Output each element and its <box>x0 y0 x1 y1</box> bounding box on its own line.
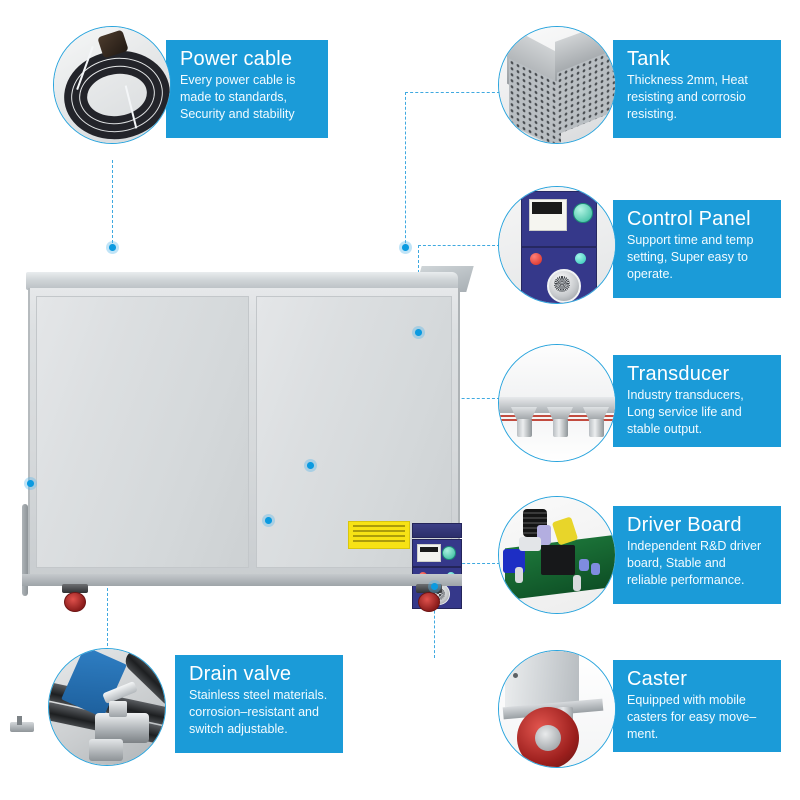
photo-tank[interactable] <box>498 26 616 144</box>
panel-brand-plate <box>412 523 462 538</box>
hotspot-drain-valve[interactable] <box>24 477 37 490</box>
callout-power-cable[interactable]: Power cable Every power cable is made to… <box>166 40 328 138</box>
hotspot-control-panel[interactable] <box>412 326 425 339</box>
cabinet-door-left <box>36 296 249 568</box>
callout-control-panel-title: Control Panel <box>627 208 751 230</box>
machine-drain-valve <box>10 716 36 740</box>
panel-display-section <box>412 539 462 567</box>
photo-driver-board[interactable] <box>498 496 616 614</box>
hotspot-caster[interactable] <box>428 580 441 593</box>
panel-power-button[interactable] <box>442 546 456 560</box>
callout-drain-valve-description: Stainless steel materials. corrosion–res… <box>189 688 328 736</box>
connector-caster <box>434 586 435 658</box>
callout-power-cable-description: Every power cable is made to standards, … <box>180 73 296 121</box>
callout-transducer-description: Industry transducers, Long service life … <box>627 388 744 436</box>
callout-transducer-title: Transducer <box>627 363 730 385</box>
callout-tank-description: Thickness 2mm, Heat resisting and corros… <box>627 73 748 121</box>
callout-tank[interactable]: Tank Thickness 2mm, Heat resisting and c… <box>613 40 781 138</box>
connector-tank-vertical <box>405 92 406 248</box>
callout-control-panel[interactable]: Control Panel Support time and temp sett… <box>613 200 781 298</box>
warning-label <box>348 521 410 549</box>
callout-transducer[interactable]: Transducer Industry transducers, Long se… <box>613 355 781 447</box>
photo-transducer[interactable] <box>498 344 616 462</box>
photo-drain-valve[interactable] <box>48 648 166 766</box>
machine-caster-right <box>416 584 442 612</box>
photo-caster[interactable] <box>498 650 616 768</box>
panel-lcd <box>417 544 441 562</box>
connector-tank-horizontal <box>405 92 500 93</box>
callout-driver-board[interactable]: Driver Board Independent R&D driver boar… <box>613 506 781 604</box>
hotspot-power-cable[interactable] <box>106 241 119 254</box>
connector-control-panel <box>418 245 500 246</box>
photo-power-cable[interactable] <box>53 26 171 144</box>
callout-driver-board-title: Driver Board <box>627 514 742 536</box>
callout-drain-valve-title: Drain valve <box>189 663 292 685</box>
callout-caster[interactable]: Caster Equipped with mobile casters for … <box>613 660 781 752</box>
machine-cabinet <box>28 288 460 578</box>
connector-power-cable <box>112 160 113 248</box>
callout-power-cable-title: Power cable <box>180 48 293 70</box>
product-machine <box>10 236 474 732</box>
machine-caster-left <box>62 584 88 612</box>
callout-tank-title: Tank <box>627 48 671 70</box>
hotspot-tank[interactable] <box>399 241 412 254</box>
hotspot-driver-board[interactable] <box>262 514 275 527</box>
side-drain-pipe <box>22 504 28 596</box>
callout-caster-title: Caster <box>627 668 688 690</box>
callout-drain-valve[interactable]: Drain valve Stainless steel materials. c… <box>175 655 343 753</box>
callout-control-panel-description: Support time and temp setting, Super eas… <box>627 233 754 281</box>
photo-control-panel[interactable] <box>498 186 616 304</box>
machine-base-rail <box>22 574 462 586</box>
hotspot-transducer[interactable] <box>304 459 317 472</box>
machine-lid-frame <box>26 272 458 290</box>
callout-caster-description: Equipped with mobile casters for easy mo… <box>627 693 757 741</box>
callout-driver-board-description: Independent R&D driver board, Stable and… <box>627 539 762 587</box>
